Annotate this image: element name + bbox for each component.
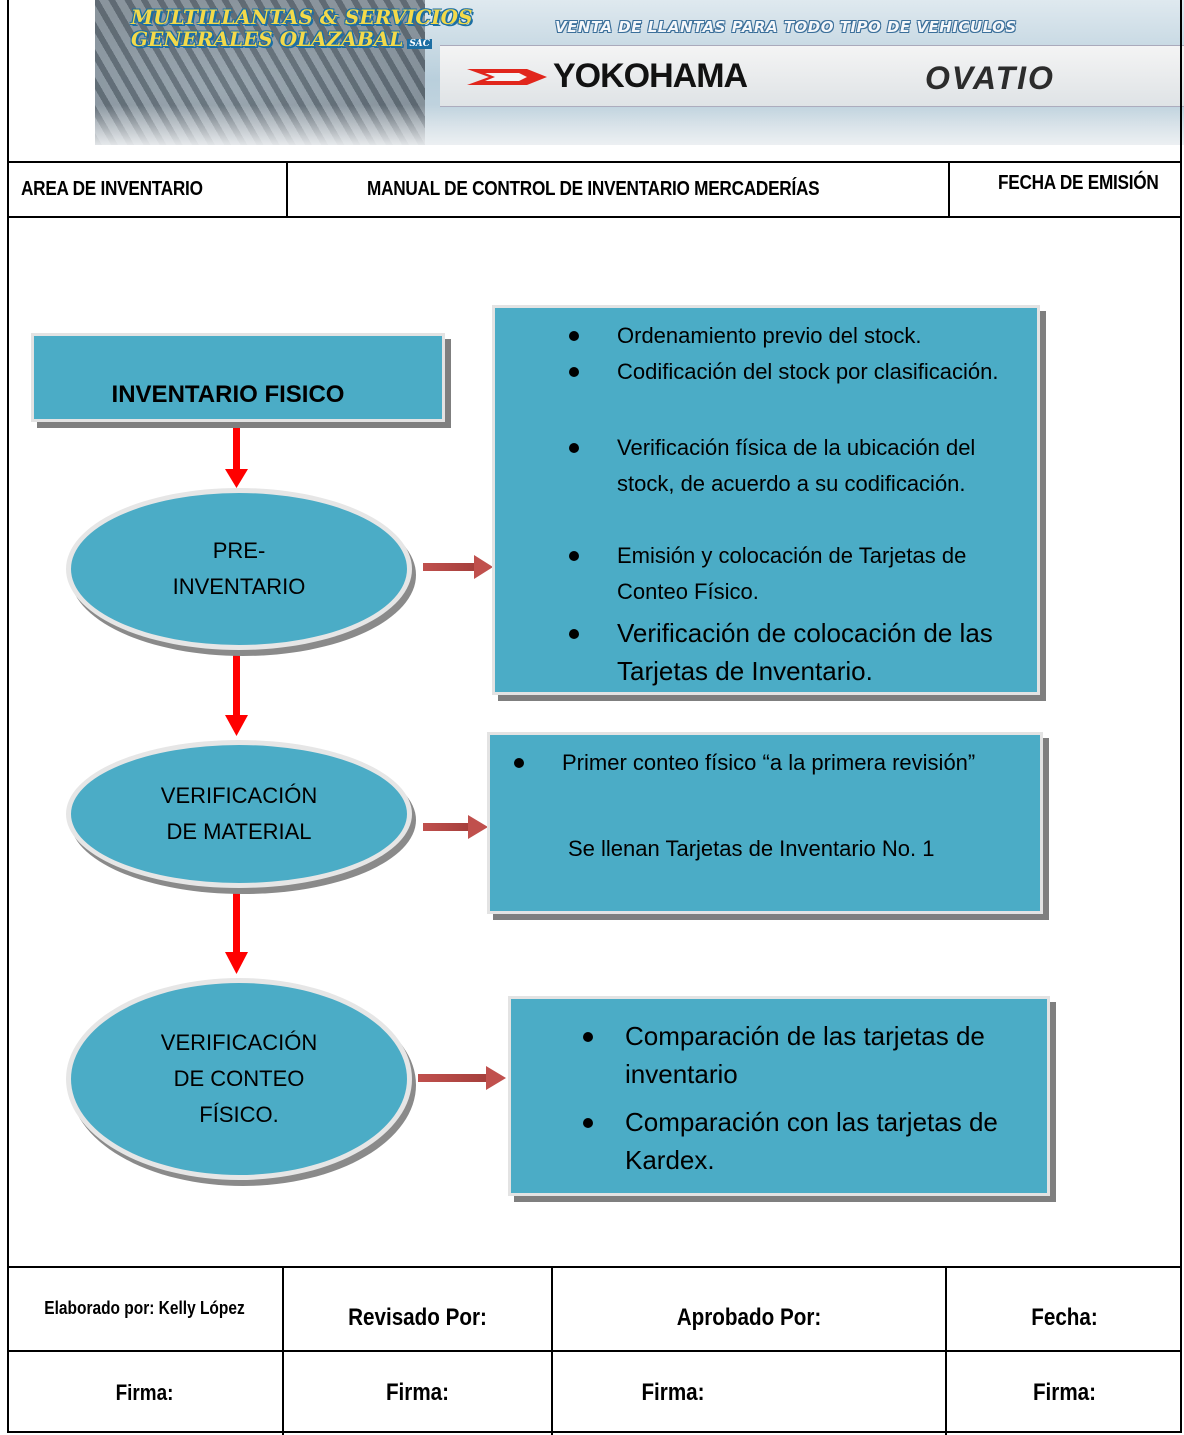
header-divider (948, 163, 950, 216)
task-list: Primer conteo físico “a la primera revis… (490, 745, 1040, 781)
bullet-icon (569, 551, 579, 561)
banner-fade (95, 105, 1184, 145)
area-label: AREA DE INVENTARIO (21, 178, 203, 200)
verificacion-conteo-task-box: Comparación de las tarjetas de inventari… (508, 996, 1050, 1196)
page-frame (7, 0, 1182, 1433)
bullet-icon (569, 331, 579, 341)
yokohama-logo-icon (467, 69, 547, 85)
table-row-divider (7, 1350, 1182, 1352)
banner-tagline: VENTA DE LLANTAS PARA TODO TIPO DE VEHIC… (555, 18, 1017, 36)
flow-title-box: INVENTARIO FISICO (31, 333, 445, 422)
list-item: Verificación de colocación de las Tarjet… (495, 614, 1035, 690)
step-ellipse-pre-inventario: PRE- INVENTARIO (66, 488, 412, 650)
header-divider (286, 163, 288, 216)
table-col-divider (551, 1268, 553, 1435)
bullet-icon (569, 367, 579, 377)
flow-title: INVENTARIO FISICO (111, 381, 345, 408)
pre-inventario-task-box: Ordenamiento previo del stock. Codificac… (492, 305, 1040, 695)
signature-cell: Firma: (385, 1379, 450, 1406)
step-label: VERIFICACIÓN DE CONTEO FÍSICO. (160, 1030, 318, 1127)
header-banner: MULTILLANTAS & SERVICIOS GENERALES OLAZA… (95, 0, 1184, 145)
step-ellipse-verificacion-conteo: VERIFICACIÓN DE CONTEO FÍSICO. (66, 978, 412, 1180)
brand-ovation: OVATIO (925, 60, 1055, 96)
step-label: PRE- INVENTARIO (172, 538, 306, 599)
document-title: MANUAL DE CONTROL DE INVENTARIO MERCADER… (367, 178, 820, 200)
list-item-text: Comparación con las tarjetas de Kardex. (625, 1107, 998, 1175)
emission-date-label: FECHA DE EMISIÓN (998, 172, 1159, 194)
list-item: Codificación del stock por clasificación… (495, 354, 1035, 430)
task-note: Se llenan Tarjetas de Inventario No. 1 (568, 836, 935, 861)
list-item: Verificación física de la ubicación del … (495, 430, 1035, 538)
company-name: MULTILLANTAS & SERVICIOS GENERALES OLAZA… (131, 6, 473, 55)
step-ellipse-verificacion-material: VERIFICACIÓN DE MATERIAL (66, 740, 412, 888)
list-item-text: Ordenamiento previo del stock. (617, 323, 922, 348)
list-item-text: Codificación del stock por clasificación… (617, 359, 999, 384)
bullet-icon (514, 758, 524, 768)
table-col-divider (282, 1268, 284, 1435)
table-col-divider (945, 1268, 947, 1435)
task-list: Ordenamiento previo del stock. Codificac… (495, 318, 1035, 690)
list-item-text: Emisión y colocación de Tarjetas de Cont… (617, 543, 967, 604)
signature-cell: Firma: (641, 1379, 705, 1406)
bullet-icon (569, 629, 579, 639)
list-item: Ordenamiento previo del stock. (495, 318, 1035, 354)
task-list: Comparación de las tarjetas de inventari… (511, 1017, 1051, 1179)
list-item-text: Verificación de colocación de las Tarjet… (617, 618, 993, 686)
list-item: Primer conteo físico “a la primera revis… (490, 745, 1040, 781)
list-item-text: Verificación física de la ubicación del … (617, 435, 976, 496)
prepared-by-cell: Elaborado por: Kelly López (44, 1297, 245, 1318)
document-header-row: AREA DE INVENTARIO MANUAL DE CONTROL DE … (7, 161, 1182, 218)
approved-by-cell: Aprobado Por: (676, 1304, 822, 1331)
bullet-icon (583, 1032, 593, 1042)
list-item: Comparación de las tarjetas de inventari… (511, 1017, 1051, 1103)
date-cell: Fecha: (1031, 1304, 1098, 1331)
bullet-icon (569, 443, 579, 453)
signature-cell: Firma: (1032, 1379, 1097, 1406)
company-suffix: SAC (407, 39, 432, 49)
list-item-text: Comparación de las tarjetas de inventari… (625, 1021, 985, 1089)
list-item: Comparación con las tarjetas de Kardex. (511, 1103, 1051, 1179)
step-label: VERIFICACIÓN DE MATERIAL (160, 783, 318, 844)
banner-brand-panel (440, 45, 1184, 107)
verificacion-material-task-box: Primer conteo físico “a la primera revis… (487, 732, 1043, 914)
signature-cell: Firma: (115, 1380, 174, 1405)
approval-table: Elaborado por: Kelly López Revisado Por:… (7, 1266, 1182, 1435)
brand-yokohama: YOKOHAMA (553, 57, 748, 95)
bullet-icon (583, 1118, 593, 1128)
reviewed-by-cell: Revisado Por: (348, 1304, 487, 1331)
list-item: Emisión y colocación de Tarjetas de Cont… (495, 538, 1035, 614)
company-name-line1: MULTILLANTAS & SERVICIOS (131, 5, 473, 29)
list-item-text: Primer conteo físico “a la primera revis… (562, 750, 976, 775)
